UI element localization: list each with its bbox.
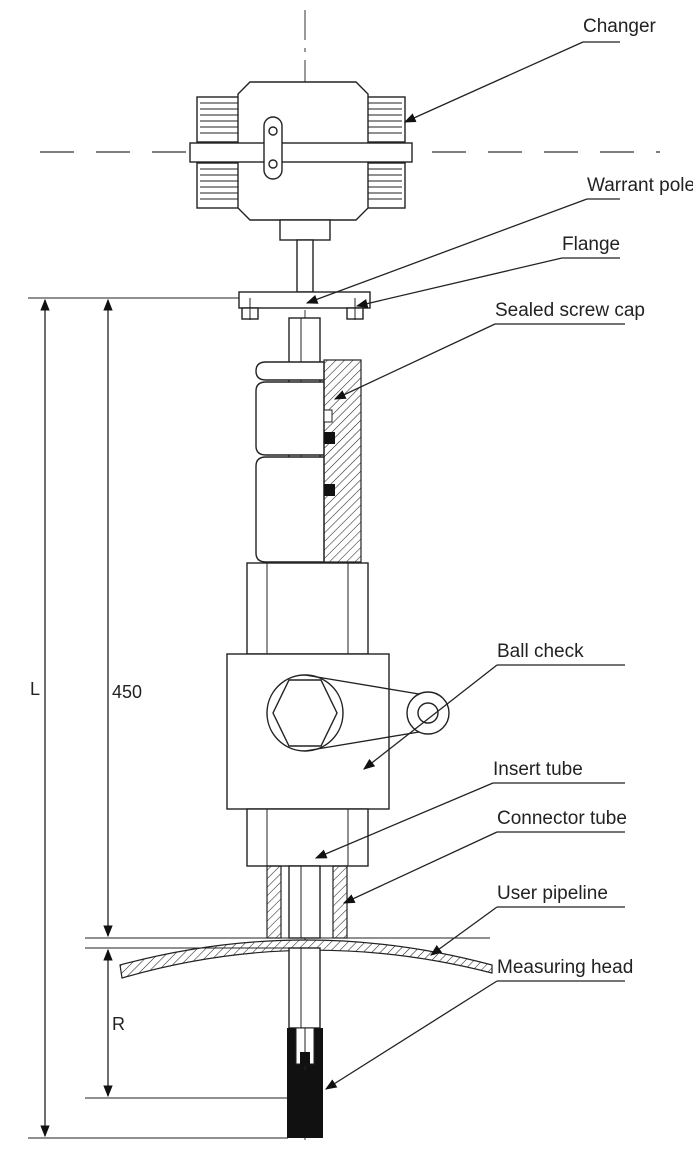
callout-leaders [305, 41, 625, 1090]
shaft-lower [288, 947, 321, 1029]
label-connector-tube: Connector tube [497, 808, 627, 829]
label-measuring-head: Measuring head [497, 957, 633, 978]
dimension-R: R [112, 1014, 125, 1034]
label-user-pipeline: User pipeline [497, 883, 608, 904]
dimension-lines [28, 297, 490, 1139]
label-flange: Flange [562, 234, 620, 255]
changer-body [189, 81, 413, 293]
valve-upper-body [246, 562, 369, 655]
label-sealed-screw-cap: Sealed screw cap [495, 300, 645, 321]
label-warrant-pole: Warrant pole [587, 175, 693, 196]
connector-tube [266, 865, 348, 939]
measuring-head [287, 1027, 323, 1138]
dimension-450: 450 [112, 682, 142, 702]
sealed-screw-cap [255, 359, 362, 563]
label-ball-check: Ball check [497, 641, 584, 662]
ball-check [226, 653, 450, 810]
dimension-L: L [30, 679, 40, 699]
user-pipeline [119, 939, 493, 979]
flange [238, 291, 371, 320]
valve-lower-body [246, 808, 369, 867]
label-insert-tube: Insert tube [493, 759, 583, 780]
label-changer: Changer [583, 16, 657, 37]
